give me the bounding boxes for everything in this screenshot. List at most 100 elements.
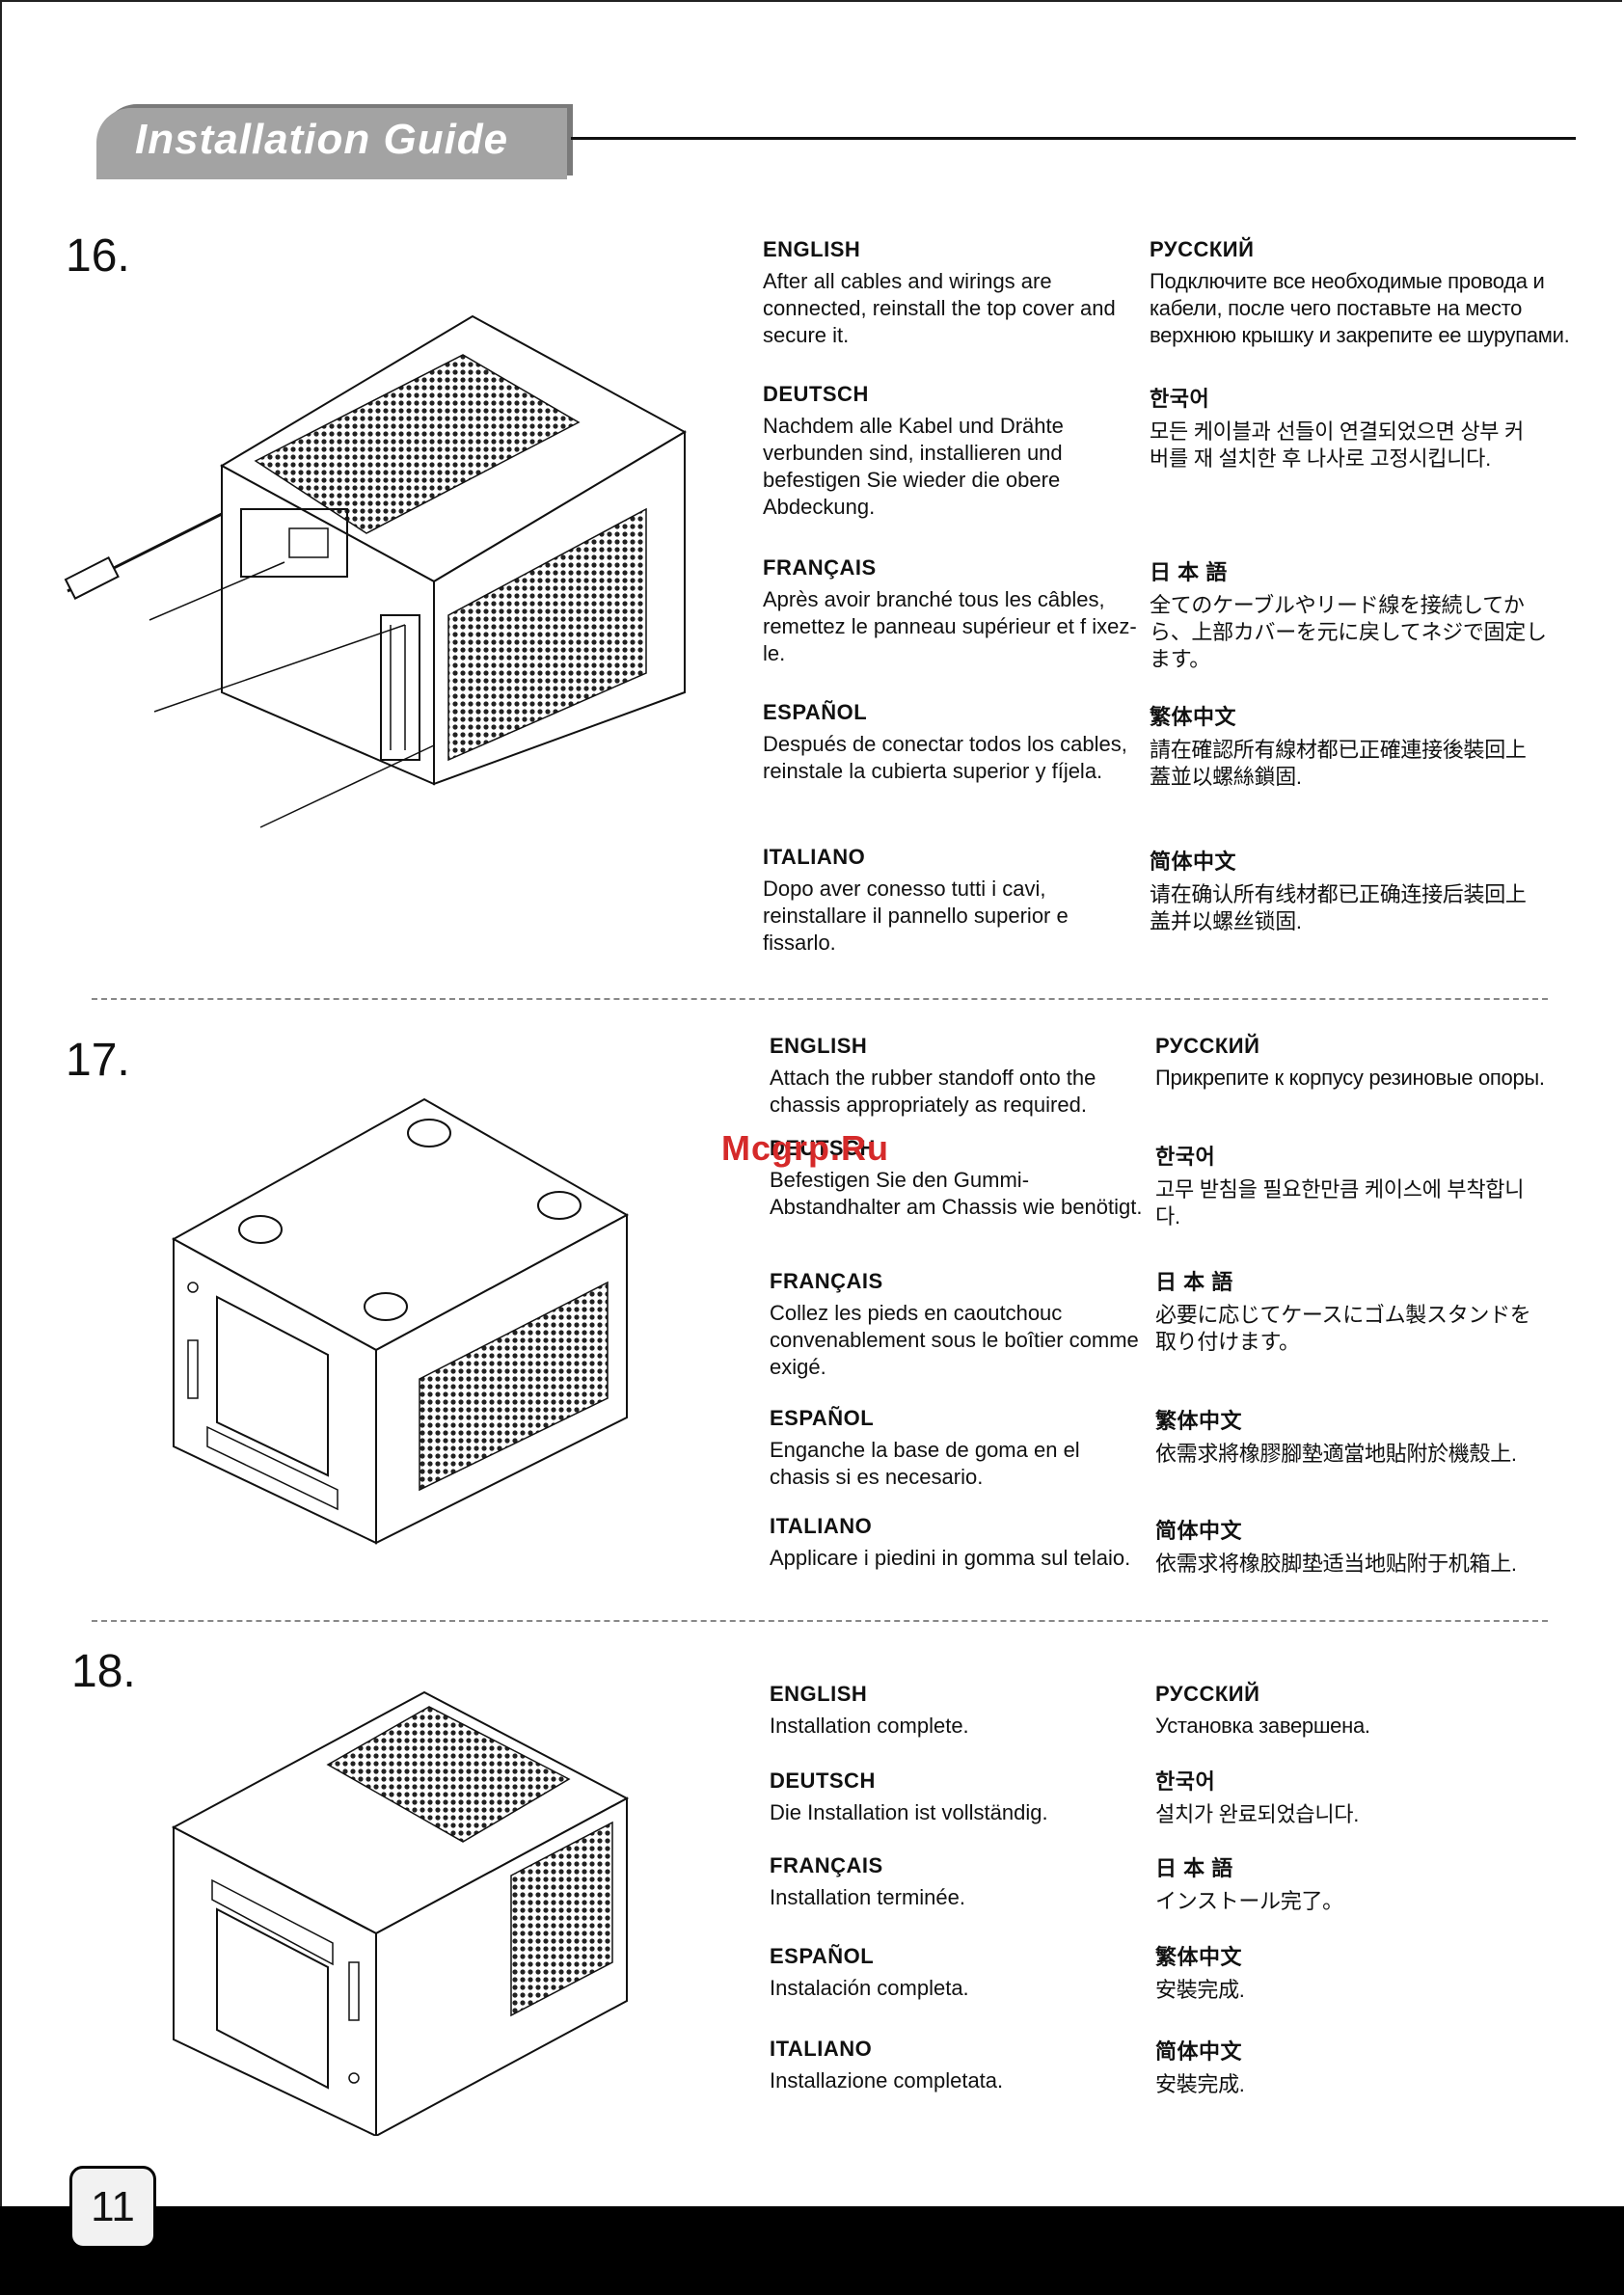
lang-heading: FRANÇAIS xyxy=(763,555,877,580)
lang-japanese: 日 本 語 インストール完了。 xyxy=(1155,1851,1541,1915)
lang-english: ENGLISH Attach the rubber standoff onto … xyxy=(770,1034,1146,1119)
lang-heading: DEUTSCH xyxy=(763,382,869,406)
step-number: 17. xyxy=(66,1035,130,1086)
page-border xyxy=(0,0,1622,2206)
lang-text: 安裝完成. xyxy=(1155,2072,1245,2096)
lang-heading: 日 本 語 xyxy=(1150,560,1228,584)
lang-heading: 简体中文 xyxy=(1155,2039,1243,2064)
lang-text: 安裝完成. xyxy=(1155,1978,1245,2002)
lang-text: Nachdem alle Kabel und Drähte verbunden … xyxy=(763,414,1064,519)
lang-heading: 日 本 語 xyxy=(1155,1856,1233,1880)
lang-text: 必要に応じてケースにゴム製スタンドを取り付けます。 xyxy=(1155,1303,1531,1354)
lang-text: Applicare i piedini in gomma sul telaio. xyxy=(770,1546,1131,1570)
lang-heading: DEUTSCH xyxy=(770,1768,876,1793)
lang-heading: 简体中文 xyxy=(1150,850,1237,874)
lang-heading: FRANÇAIS xyxy=(770,1269,883,1293)
lang-spanish: ESPAÑOL Después de conectar todos los ca… xyxy=(763,700,1139,785)
lang-text: Instalación completa. xyxy=(770,1976,969,2000)
lang-korean: 한국어 고무 받침을 필요한만큼 케이스에 부착합니다. xyxy=(1155,1140,1541,1230)
lang-traditional-chinese: 繁体中文 依需求將橡膠腳墊適當地貼附於機殼上. xyxy=(1155,1404,1580,1468)
header-tab xyxy=(96,108,567,179)
lang-text: インストール完了。 xyxy=(1155,1889,1343,1913)
lang-french: FRANÇAIS Après avoir branché tous les câ… xyxy=(763,555,1139,667)
lang-russian: РУССКИЙ Прикрепите к корпусу резиновые о… xyxy=(1155,1034,1580,1092)
step-number: 18. xyxy=(71,1646,136,1697)
lang-heading: 简体中文 xyxy=(1155,1519,1243,1543)
lang-heading: ESPAÑOL xyxy=(763,700,868,724)
watermark-text: Mcgrp.Ru xyxy=(721,1128,889,1168)
footer-bar xyxy=(0,2206,1624,2295)
section-divider xyxy=(92,998,1548,1000)
lang-japanese: 日 本 語 必要に応じてケースにゴム製スタンドを取り付けます。 xyxy=(1155,1265,1541,1356)
lang-german: DEUTSCH Nachdem alle Kabel und Drähte ve… xyxy=(763,382,1139,521)
lang-russian: РУССКИЙ Подключите все необходимые прово… xyxy=(1150,237,1583,349)
case-complete-illustration xyxy=(171,1690,630,2136)
lang-heading: 한국어 xyxy=(1155,1145,1216,1169)
lang-heading: ENGLISH xyxy=(770,1682,868,1706)
page-title: Installation Guide xyxy=(135,116,509,163)
lang-english: ENGLISH Installation complete. xyxy=(770,1682,1146,1740)
lang-french: FRANÇAIS Collez les pieds en caoutchouc … xyxy=(770,1269,1146,1381)
lang-spanish: ESPAÑOL Instalación completa. xyxy=(770,1944,1146,2002)
lang-korean: 한국어 모든 케이블과 선들이 연결되었으면 상부 커버를 재 설치한 후 나사… xyxy=(1150,382,1535,472)
lang-heading: ITALIANO xyxy=(770,2037,873,2061)
lang-heading: 日 本 語 xyxy=(1155,1270,1233,1294)
case-rubber-feet-illustration xyxy=(171,1097,630,1545)
lang-heading: ESPAÑOL xyxy=(770,1406,875,1430)
lang-text: Enganche la base de goma en el chasis si… xyxy=(770,1438,1080,1489)
lang-heading: 한국어 xyxy=(1150,387,1210,411)
case-top-cover-illustration xyxy=(64,314,688,828)
lang-italian: ITALIANO Dopo aver conesso tutti i cavi,… xyxy=(763,845,1139,957)
lang-heading: 繁体中文 xyxy=(1155,1945,1243,1969)
lang-heading: ENGLISH xyxy=(763,237,861,261)
lang-heading: РУССКИЙ xyxy=(1155,1034,1260,1058)
step-number: 16. xyxy=(66,230,130,282)
lang-heading: ITALIANO xyxy=(763,845,866,869)
lang-traditional-chinese: 繁体中文 請在確認所有線材都已正確連接後裝回上蓋並以螺絲鎖固. xyxy=(1150,700,1535,791)
lang-heading: РУССКИЙ xyxy=(1150,237,1255,261)
lang-heading: ESPAÑOL xyxy=(770,1944,875,1968)
lang-text: Installation complete. xyxy=(770,1714,969,1738)
lang-text: Después de conectar todos los cables, re… xyxy=(763,732,1127,783)
lang-text: Après avoir branché tous les câbles, rem… xyxy=(763,587,1137,665)
lang-text: Collez les pieds en caoutchouc convenabl… xyxy=(770,1301,1139,1379)
lang-text: Dopo aver conesso tutti i cavi, reinstal… xyxy=(763,877,1069,955)
lang-text: Прикрепите к корпусу резиновые опоры. xyxy=(1155,1066,1545,1090)
lang-traditional-chinese: 繁体中文 安裝完成. xyxy=(1155,1940,1541,2004)
lang-italian: ITALIANO Installazione completata. xyxy=(770,2037,1146,2094)
lang-text: Befestigen Sie den Gummi-Abstandhalter a… xyxy=(770,1168,1143,1219)
lang-heading: 한국어 xyxy=(1155,1769,1216,1794)
lang-text: Die Installation ist vollständig. xyxy=(770,1800,1048,1824)
lang-text: Подключите все необходимые провода и каб… xyxy=(1150,269,1570,347)
lang-german: DEUTSCH Die Installation ist vollständig… xyxy=(770,1768,1146,1826)
lang-text: 설치가 완료되었습니다. xyxy=(1155,1802,1360,1826)
lang-heading: 繁体中文 xyxy=(1150,705,1237,729)
lang-japanese: 日 本 語 全てのケーブルやリード線を接続してから、上部カバーを元に戻してネジで… xyxy=(1150,555,1564,673)
lang-simplified-chinese: 简体中文 请在确认所有线材都已正确连接后装回上盖并以螺丝锁固. xyxy=(1150,845,1535,935)
lang-text: After all cables and wirings are connect… xyxy=(763,269,1116,347)
lang-simplified-chinese: 简体中文 依需求将橡胶脚垫适当地贴附于机箱上. xyxy=(1155,1514,1580,1578)
lang-text: 请在确认所有线材都已正确连接后装回上盖并以螺丝锁固. xyxy=(1150,882,1527,933)
lang-text: 모든 케이블과 선들이 연결되었으면 상부 커버를 재 설치한 후 나사로 고정… xyxy=(1150,419,1524,471)
lang-text: Installazione completata. xyxy=(770,2068,1004,2092)
lang-german: DEUTSCH Befestigen Sie den Gummi-Abstand… xyxy=(770,1136,1146,1221)
lang-spanish: ESPAÑOL Enganche la base de goma en el c… xyxy=(770,1406,1146,1491)
lang-russian: РУССКИЙ Установка завершена. xyxy=(1155,1682,1541,1740)
lang-text: Installation terminée. xyxy=(770,1885,965,1909)
lang-heading: FRANÇAIS xyxy=(770,1853,883,1877)
lang-korean: 한국어 설치가 완료되었습니다. xyxy=(1155,1765,1541,1828)
lang-text: 全てのケーブルやリード線を接続してから、上部カバーを元に戻してネジで固定します。 xyxy=(1150,593,1547,671)
lang-french: FRANÇAIS Installation terminée. xyxy=(770,1853,1146,1911)
header-rule xyxy=(571,137,1576,140)
lang-italian: ITALIANO Applicare i piedini in gomma su… xyxy=(770,1514,1146,1572)
lang-text: Установка завершена. xyxy=(1155,1714,1370,1738)
section-divider xyxy=(92,1620,1548,1622)
lang-text: 請在確認所有線材都已正確連接後裝回上蓋並以螺絲鎖固. xyxy=(1150,738,1527,789)
lang-heading: DEUTSCH xyxy=(770,1136,876,1160)
lang-text: 고무 받침을 필요한만큼 케이스에 부착합니다. xyxy=(1155,1177,1525,1228)
lang-english: ENGLISH After all cables and wirings are… xyxy=(763,237,1139,349)
lang-heading: РУССКИЙ xyxy=(1155,1682,1260,1706)
lang-simplified-chinese: 简体中文 安裝完成. xyxy=(1155,2035,1541,2098)
lang-heading: 繁体中文 xyxy=(1155,1409,1243,1433)
lang-heading: ENGLISH xyxy=(770,1034,868,1058)
